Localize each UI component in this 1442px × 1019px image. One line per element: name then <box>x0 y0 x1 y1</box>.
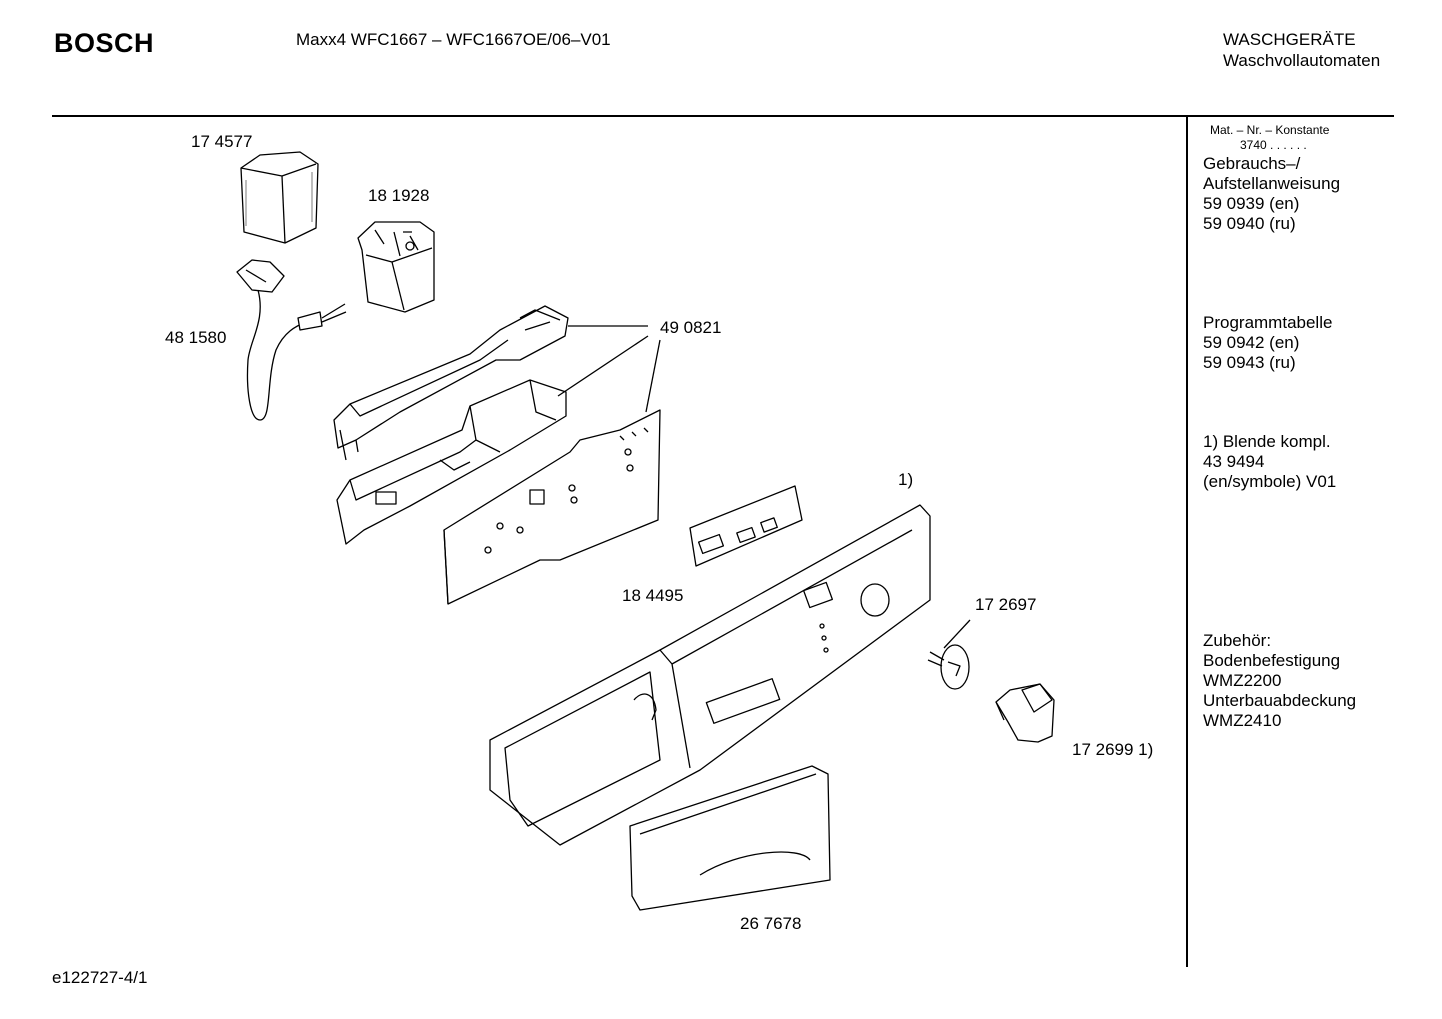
part-label-481580: 48 1580 <box>165 328 227 347</box>
part-267678-drawer-handle <box>629 765 831 911</box>
part-label-184495: 18 4495 <box>622 586 684 605</box>
part-172699-knob <box>995 683 1055 743</box>
part-174577-cover <box>240 151 319 244</box>
sidebar-divider <box>1186 117 1188 967</box>
part-label-181928: 18 1928 <box>368 186 430 205</box>
part-172697-knob-adapter <box>927 644 970 690</box>
manual-line: Gebrauchs–/ <box>1203 154 1301 173</box>
part-184495-display-board <box>689 485 803 567</box>
part-490821-pcb <box>443 409 661 605</box>
accessories-line: Unterbauabdeckung <box>1203 691 1357 710</box>
header-divider <box>52 115 1394 117</box>
manual-line: 59 0940 (ru) <box>1203 214 1296 233</box>
panel-line: 43 9494 <box>1203 452 1265 471</box>
mat-nr-label: Mat. – Nr. – Konstante <box>1210 123 1330 137</box>
program-line: 59 0942 (en) <box>1203 333 1300 352</box>
accessories-line: WMZ2410 <box>1203 711 1282 730</box>
manual-line: 59 0939 (en) <box>1203 194 1300 213</box>
leader-lines <box>557 325 971 649</box>
part-label-172699: 17 2699 1) <box>1072 740 1154 759</box>
panel-line: (en/symbole) V01 <box>1203 472 1337 491</box>
part-label-174577: 17 4577 <box>191 132 253 151</box>
brand-logo: BOSCH <box>54 28 155 58</box>
part-label-note-1: 1) <box>898 470 914 489</box>
part-490821-board-holder <box>336 379 567 545</box>
accessories-block: Zubehör: Bodenbefestigung WMZ2200 Unterb… <box>1203 631 1356 731</box>
manual-line: Aufstellanweisung <box>1203 174 1341 193</box>
category-subtitle: Waschvollautomaten <box>1223 51 1381 70</box>
model-title: Maxx4 WFC1667 – WFC1667OE/06–V01 <box>296 30 611 49</box>
manual-block: Gebrauchs–/ Aufstellanweisung 59 0939 (e… <box>1203 154 1340 234</box>
program-table-block: Programmtabelle 59 0942 (en) 59 0943 (ru… <box>1203 313 1332 373</box>
document-id: e122727-4/1 <box>52 968 148 987</box>
part-label-172697: 17 2697 <box>975 595 1037 614</box>
accessories-line: Zubehör: <box>1203 631 1272 650</box>
part-481580-power-cord <box>236 259 347 421</box>
part-181928-filter <box>357 221 435 313</box>
program-line: 59 0943 (ru) <box>1203 353 1296 372</box>
panel-line: 1) Blende kompl. <box>1203 432 1331 451</box>
part-439494-control-panel <box>489 504 931 846</box>
panel-block: 1) Blende kompl. 43 9494 (en/symbole) V0… <box>1203 432 1336 492</box>
program-line: Programmtabelle <box>1203 313 1333 332</box>
accessories-line: Bodenbefestigung <box>1203 651 1341 670</box>
part-label-490821: 49 0821 <box>660 318 722 337</box>
part-label-267678: 26 7678 <box>740 914 802 933</box>
part-490821-module-top <box>333 305 569 461</box>
accessories-line: WMZ2200 <box>1203 671 1282 690</box>
mat-nr-value: 3740 . . . . . . <box>1240 138 1307 152</box>
category-title: WASCHGERÄTE <box>1223 30 1356 49</box>
